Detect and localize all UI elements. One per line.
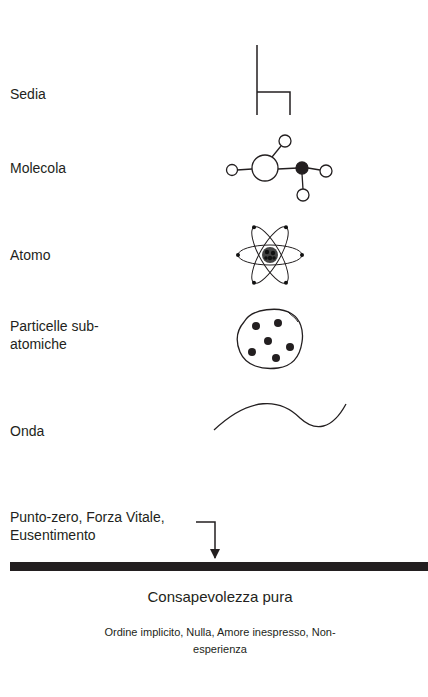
particles-symbol	[237, 309, 302, 368]
level-label: Onda	[10, 423, 160, 441]
molecule-symbol	[227, 135, 333, 201]
level-label: Atomo	[10, 247, 160, 265]
atom-symbol	[236, 222, 304, 287]
level-label: Sedia	[10, 86, 160, 104]
wave-symbol	[214, 404, 346, 430]
ground-bar	[10, 562, 428, 571]
leader-arrow	[196, 522, 215, 558]
base-note: Ordine implicito, Nulla, Amore inespress…	[98, 624, 343, 657]
leader-label: Punto-zero, Forza Vitale, Eusentimento	[10, 509, 192, 544]
chair-symbol	[257, 45, 290, 115]
base-label: Consapevolezza pura	[90, 588, 350, 607]
level-label: Particelle sub-atomiche	[10, 318, 120, 353]
level-label: Molecola	[10, 160, 160, 178]
